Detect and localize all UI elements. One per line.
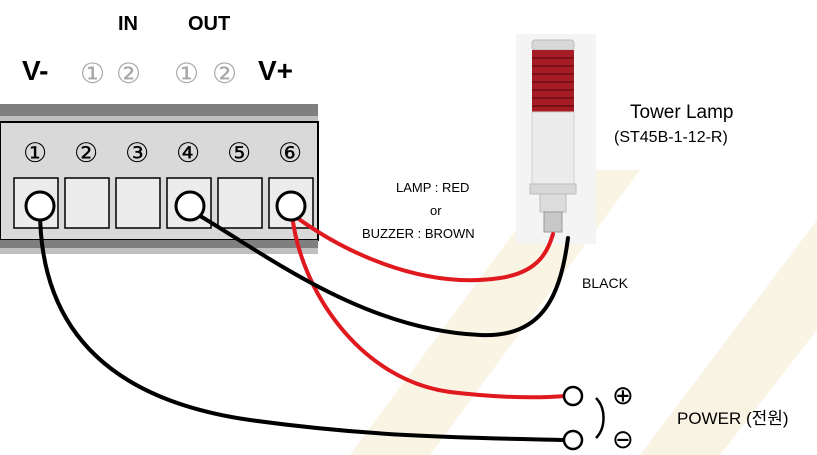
power-plus-symbol: ⊕ — [612, 381, 634, 411]
pin-2-label: ② — [74, 138, 98, 169]
tower-lamp — [516, 34, 596, 244]
power-minus-terminal — [562, 429, 584, 451]
pin-1-label: ① — [23, 138, 47, 169]
wire-label-or: or — [430, 203, 442, 218]
pin-6-label: ⑥ — [278, 138, 302, 169]
top-pin-labels: ① ② ① ② — [80, 57, 237, 90]
wire-label-black: BLACK — [582, 275, 629, 291]
pin-4-screw — [174, 190, 206, 222]
terminal-screws — [24, 190, 307, 222]
power-terminals — [562, 385, 605, 451]
tower-lamp-title: Tower Lamp — [630, 102, 734, 123]
power-bracket — [595, 397, 605, 439]
top-pin-in-2: ② — [116, 57, 141, 90]
pin-1-screw — [24, 190, 56, 222]
red-power-wire — [290, 212, 568, 400]
top-pin-out-2: ② — [212, 57, 237, 90]
wire-label-lamp: LAMP : RED — [396, 180, 469, 195]
black-signal-wire — [188, 208, 570, 338]
wires — [38, 208, 570, 442]
v-minus-label: V- — [22, 55, 48, 86]
pin-4-label: ④ — [176, 138, 200, 169]
terminal-block: ① ② ③ ④ ⑤ ⑥ — [0, 104, 319, 254]
tower-lamp-model: (ST45B-1-12-R) — [614, 129, 728, 146]
top-pin-in-1: ① — [80, 57, 105, 90]
power-label: POWER (전원) — [677, 409, 789, 428]
red-signal-wire — [290, 212, 555, 283]
pin-3-label: ③ — [125, 138, 149, 169]
out-label: OUT — [188, 13, 230, 35]
in-label: IN — [118, 13, 138, 35]
black-power-wire — [38, 208, 568, 442]
power-minus-symbol: ⊖ — [612, 425, 634, 455]
terminal-pin-numbers: ① ② ③ ④ ⑤ ⑥ — [23, 138, 302, 169]
v-plus-label: V+ — [258, 55, 293, 86]
wire-label-buzzer: BUZZER : BROWN — [362, 226, 475, 241]
top-pin-out-1: ① — [174, 57, 199, 90]
pin-6-screw — [275, 190, 307, 222]
pin-5-label: ⑤ — [227, 138, 251, 169]
power-plus-terminal — [562, 385, 584, 407]
